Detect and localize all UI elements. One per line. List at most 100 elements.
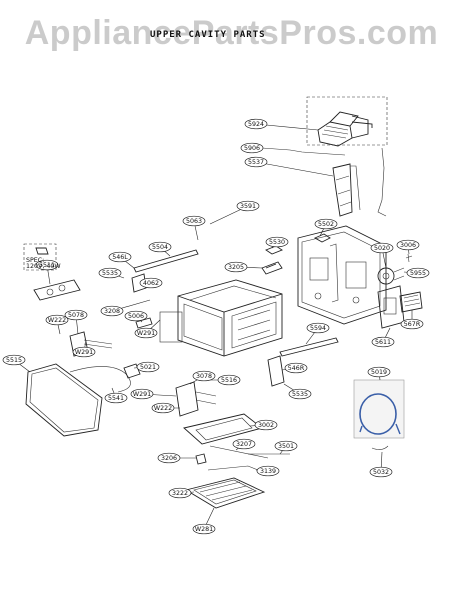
callout-3206: 3206 <box>157 452 196 464</box>
callout-text: 5955 <box>410 270 426 277</box>
callout-bubble <box>371 336 395 348</box>
callout-bubble <box>256 465 280 477</box>
callout-text: 5594 <box>310 325 326 332</box>
callout-5611: 5611 <box>371 327 395 348</box>
part-5021 <box>123 363 141 379</box>
spec-note-box <box>23 243 57 271</box>
diagram-title: UPPER CAVITY PARTS <box>150 30 266 40</box>
callout-567R: 567R <box>400 310 424 330</box>
callout-bubble <box>136 361 160 373</box>
fan-motor-5020 <box>377 267 405 285</box>
callout-5019: 5019 <box>367 366 391 381</box>
callout-bubble <box>124 310 148 322</box>
callout-bubble <box>45 314 69 326</box>
callout-3078: 3078 <box>189 370 216 385</box>
callout-text: 567R <box>404 321 421 328</box>
heater-wire-5541 <box>69 366 131 393</box>
callout-546L: 546L <box>108 251 135 269</box>
door-gasket-5515 <box>25 363 103 437</box>
callout-5594: 5594 <box>305 322 330 345</box>
rear-frame-panel <box>297 225 387 325</box>
callout-5020: 5020 <box>370 242 394 269</box>
callout-bubble <box>254 419 278 431</box>
callout-text: 5019 <box>371 369 387 376</box>
callout-bubble <box>236 200 260 212</box>
callout-bubble <box>224 261 248 273</box>
callout-3207: 3207 <box>232 438 256 451</box>
wire-harness-5906 <box>261 147 346 156</box>
callout-5515: 5515 <box>2 354 31 373</box>
callout-text: 5906 <box>244 145 260 152</box>
bracket-4062 <box>131 273 147 293</box>
callout-bubble <box>108 251 132 263</box>
callout-3222: 3222 <box>168 487 195 499</box>
callout-5078: 5078 <box>64 309 88 335</box>
callout-bubble <box>265 236 289 248</box>
callout-text: W291 <box>75 349 93 356</box>
wire-5032 <box>371 445 389 450</box>
callout-text: 3078 <box>196 373 212 380</box>
part-3206 <box>195 453 207 465</box>
callout-text: 3222 <box>172 490 188 497</box>
callout-text: 3139 <box>260 468 276 475</box>
callout-text: 3206 <box>161 455 177 462</box>
callout-text: 5020 <box>374 245 390 252</box>
callout-text: W291 <box>137 330 155 337</box>
callout-bubble <box>134 327 158 339</box>
callout-3205: 3205 <box>224 261 263 273</box>
callout-4062: 4062 <box>139 277 163 289</box>
switch-3205 <box>261 261 283 275</box>
callout-bubble <box>35 259 59 271</box>
callout-bubble <box>244 118 268 130</box>
callout-5006: 5006 <box>124 310 148 323</box>
callout-bubble <box>400 318 424 330</box>
callout-bubble <box>192 370 216 382</box>
callout-W281: W281 <box>192 507 216 535</box>
callout-5530: 5530 <box>265 236 289 249</box>
rail-5504 <box>133 249 199 273</box>
callout-bubble <box>157 452 181 464</box>
callout-5541: 5541 <box>104 387 128 404</box>
callout-text: 3591 <box>240 203 256 210</box>
callout-3002: 3002 <box>249 419 278 431</box>
callout-text: 5502 <box>318 221 334 228</box>
callout-bubble <box>370 242 394 254</box>
callout-bubble <box>148 241 172 253</box>
callout-5502: 5502 <box>314 218 338 237</box>
callout-5021: 5021 <box>133 361 160 373</box>
callout-text: 5063 <box>186 218 202 225</box>
cable-5019 <box>353 379 405 439</box>
bracket-5502 <box>314 233 331 243</box>
callout-bubble <box>244 156 268 168</box>
callout-W291: W291 <box>72 339 96 358</box>
heater-plate-3222 <box>184 477 266 509</box>
callout-text: 3002 <box>258 422 274 429</box>
callout-W222: W222 <box>45 314 69 335</box>
callout-text: W291 <box>133 391 151 398</box>
callout-text: 5537 <box>248 159 264 166</box>
callout-bubble <box>396 239 420 251</box>
callout-W291: W291 <box>134 319 161 339</box>
callout-text: W222 <box>154 405 172 412</box>
bottom-plate-3002 <box>183 413 263 445</box>
sensor-cable <box>377 147 387 217</box>
callout-5955: 5955 <box>403 267 430 279</box>
callout-bubble <box>288 388 312 400</box>
callout-bubble <box>182 215 206 227</box>
callout-bubble <box>406 267 430 279</box>
callout-bubble <box>306 322 330 334</box>
lamp-5511 <box>33 279 81 301</box>
callout-text: 3207 <box>236 441 252 448</box>
callout-text: 5032 <box>373 469 389 476</box>
callout-bubble <box>98 267 122 279</box>
callout-W291: W291 <box>130 388 177 400</box>
callout-bubble <box>104 392 128 404</box>
rod-3207 <box>209 445 269 459</box>
callout-text: W281 <box>195 526 213 533</box>
callout-bubble <box>192 523 216 535</box>
oven-cavity-box <box>159 279 283 357</box>
callout-text: 5515 <box>6 357 22 364</box>
callout-text: 5535 <box>102 270 118 277</box>
hinge-546R <box>267 355 285 387</box>
callout-text: 5078 <box>68 312 84 319</box>
